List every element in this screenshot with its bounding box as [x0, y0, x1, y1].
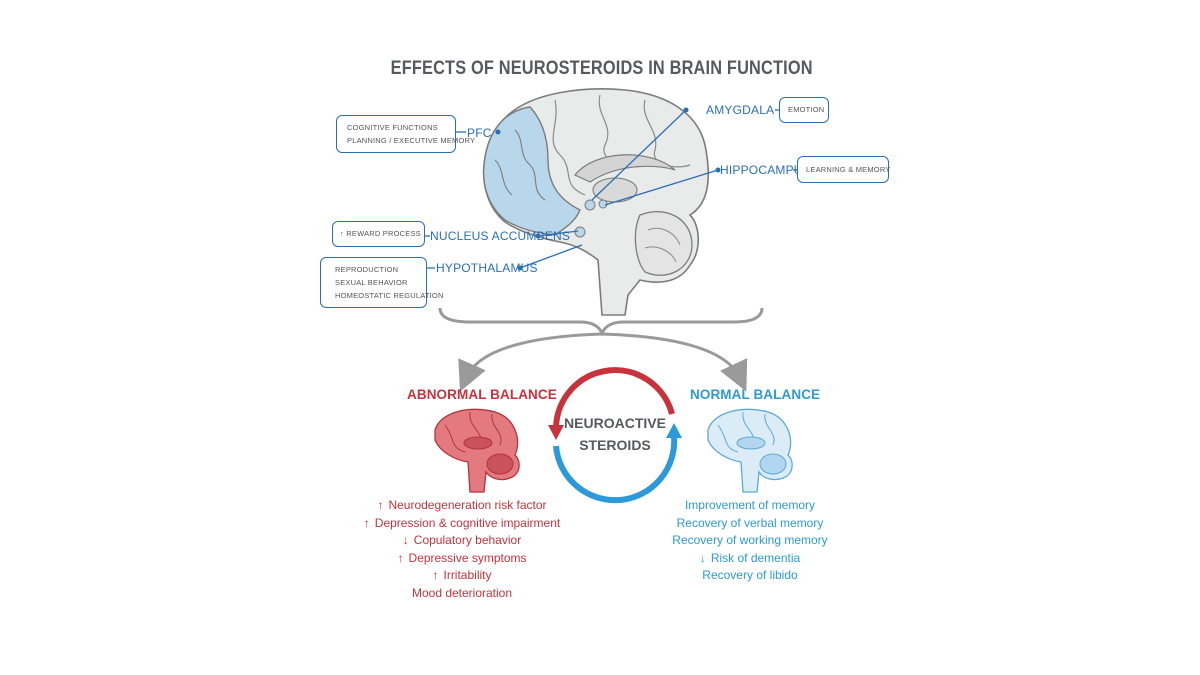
hypothalamus-function-3: HOMEOSTATIC REGULATION [335, 291, 444, 300]
normal-effect-text: Recovery of libido [702, 568, 798, 583]
increase-arrow-icon: ↑ [432, 568, 439, 583]
hippocampus-function-box: LEARNING & MEMORY [797, 156, 891, 183]
normal-effect-item: Recovery of working memory [650, 532, 850, 550]
abnormal-effect-text: Depression & cognitive impairment [374, 515, 561, 530]
nucleus-accumbens-label: NUCLEUS ACCUMBENS [430, 229, 571, 243]
abnormal-effect-item: ↓ Copulatory behavior [362, 532, 562, 550]
normal-effect-text: Risk of dementia [710, 550, 801, 565]
abnormal-effect-text: Irritability [443, 568, 492, 583]
hippocampus-label: HIPPOCAMPUS [720, 163, 811, 177]
neuroactive-steroids-label: NEUROACTIVE STEROIDS [560, 412, 670, 456]
increase-arrow-icon: ↑ [363, 515, 370, 530]
gray-brace [438, 307, 764, 337]
normal-brain-illustration [707, 408, 793, 493]
amygdala-function-1: EMOTION [788, 105, 825, 114]
abnormal-effect-item: ↑ Depressive symptoms [362, 550, 562, 568]
abnormal-effect-text: Depressive symptoms [408, 550, 527, 565]
decrease-arrow-icon: ↓ [402, 533, 409, 548]
center-line-2: STEROIDS [579, 437, 651, 453]
normal-effect-item: Recovery of libido [650, 567, 850, 585]
abnormal-effect-text: Copulatory behavior [413, 533, 522, 548]
increase-arrow-icon: ↑ [397, 550, 404, 565]
diagram-title: EFFECTS OF NEUROSTEROIDS IN BRAIN FUNCTI… [390, 58, 813, 79]
connector-lines [519, 109, 719, 269]
abnormal-effect-item: Mood deterioration [362, 585, 562, 603]
abnormal-effect-item: ↑ Irritability [362, 567, 562, 585]
steroid-cycle [548, 367, 682, 504]
abnormal-effect-item: ↑ Neurodegeneration risk factor [362, 497, 562, 515]
normal-effect-text: Improvement of memory [684, 498, 816, 512]
connector-endpoints [495, 107, 721, 271]
normal-effect-item: ↓ Risk of dementia [650, 550, 850, 568]
increase-arrow-icon: ↑ [340, 229, 344, 238]
nucleus-accumbens-function-1: REWARD PROCESS [346, 229, 421, 238]
normal-balance-heading: NORMAL BALANCE [690, 387, 821, 402]
pfc-label: PFC [467, 126, 492, 140]
abnormal-effect-item: ↑ Depression & cognitive impairment [362, 515, 562, 533]
increase-arrow-icon: ↑ [377, 498, 384, 512]
normal-effect-item: Improvement of memory [650, 497, 850, 515]
amygdala-label: AMYGDALA [706, 103, 775, 117]
abnormal-effect-text: Neurodegeneration risk factor [388, 498, 547, 512]
main-brain-illustration [482, 88, 710, 316]
normal-effect-text: Recovery of working memory [672, 533, 828, 548]
hypothalamus-function-1: REPRODUCTION [335, 265, 399, 274]
hypothalamus-function-2: SEXUAL BEHAVIOR [335, 278, 408, 287]
hippocampus-function-1: LEARNING & MEMORY [806, 165, 891, 174]
pfc-function-box: COGNITIVE FUNCTIONS PLANNING / EXECUTIVE… [336, 115, 476, 153]
decrease-arrow-icon: ↓ [699, 550, 706, 565]
arrow-to-abnormal [458, 332, 603, 392]
arrow-to-normal [601, 332, 748, 392]
pfc-function-1: COGNITIVE FUNCTIONS [347, 123, 438, 132]
hypothalamus-label: HYPOTHALAMUS [436, 261, 538, 275]
nucleus-accumbens-function-box: ↑ REWARD PROCESS [332, 221, 425, 247]
pfc-function-2: PLANNING / EXECUTIVE MEMORY [347, 136, 476, 145]
normal-effect-text: Recovery of verbal memory [676, 515, 824, 530]
abnormal-effect-text: Mood deterioration [411, 585, 513, 600]
abnormal-brain-illustration [434, 408, 520, 493]
amygdala-function-box: EMOTION [779, 97, 829, 123]
hypothalamus-function-box: REPRODUCTION SEXUAL BEHAVIOR HOMEOSTATIC… [320, 257, 444, 308]
abnormal-balance-heading: ABNORMAL BALANCE [407, 387, 557, 402]
abnormal-effects-list: ↑ Neurodegeneration risk factor ↑ Depressio… [362, 497, 562, 603]
center-line-1: NEUROACTIVE [564, 415, 666, 431]
normal-effect-item: Recovery of verbal memory [650, 515, 850, 533]
